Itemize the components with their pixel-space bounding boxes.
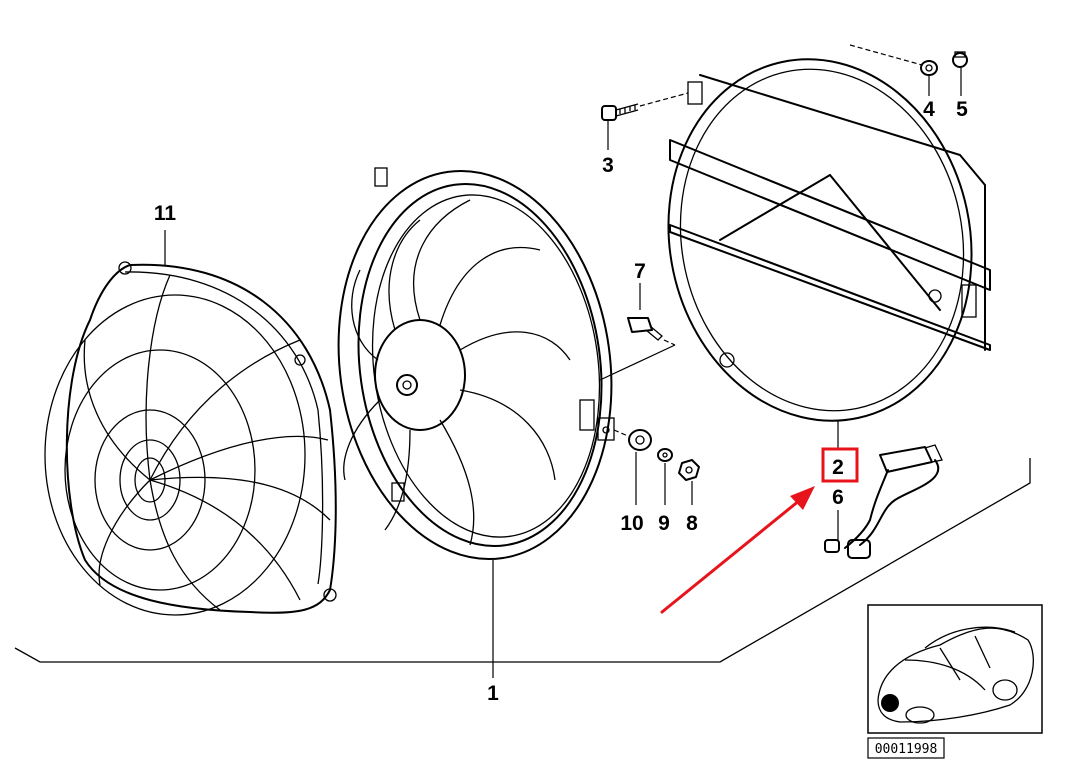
callout-11: 11 (154, 202, 177, 225)
callout-9: 9 (658, 512, 670, 535)
callout-highlight-box (821, 447, 859, 483)
callout-6: 6 (832, 486, 844, 509)
callout-5: 5 (956, 98, 968, 121)
diagram-code: 00011998 (875, 742, 938, 757)
callout-7: 7 (634, 260, 646, 283)
fan-guard-grille (44, 230, 337, 616)
callout-1: 1 (487, 682, 499, 705)
screw (601, 92, 689, 150)
diagram-code-box (867, 737, 945, 759)
callout-2: 2 (832, 456, 844, 479)
red-arrow (660, 486, 815, 614)
wiring-harness-resistor (824, 444, 943, 559)
callout-labels: 1 2 3 4 5 6 7 8 9 10 11 (154, 98, 968, 705)
platform-outline (14, 458, 1031, 663)
fan-cowl-frame (667, 58, 991, 448)
callout-4: 4 (923, 98, 935, 121)
bolt (627, 283, 676, 346)
callout-8: 8 (686, 512, 698, 535)
callout-10: 10 (620, 512, 643, 535)
electric-fan-assembly (337, 167, 676, 678)
location-marker-dot (881, 694, 899, 712)
vehicle-location-thumbnail: 00011998 (867, 604, 1043, 759)
mounting-hardware (613, 429, 700, 505)
nut-and-grommet (849, 44, 968, 96)
callout-3: 3 (602, 154, 614, 177)
